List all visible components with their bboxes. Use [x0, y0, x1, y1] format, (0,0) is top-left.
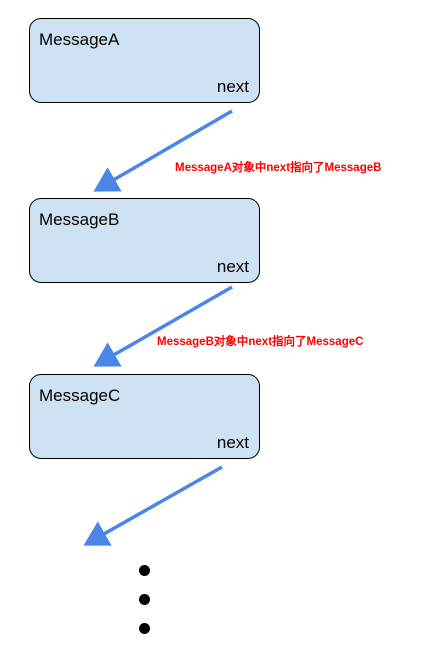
ellipsis-dot	[139, 565, 150, 576]
ellipsis-dot	[139, 594, 150, 605]
node-name: MessageC	[39, 386, 121, 405]
arrow-c-to-next	[83, 465, 223, 546]
arrow-a-to-b	[93, 109, 233, 192]
node-message-a: MessageA next	[29, 18, 260, 103]
note-b-to-c: MessageB对象中next指向了MessageC	[157, 336, 364, 348]
node-next-field: next	[216, 433, 249, 452]
node-next-field: next	[216, 77, 249, 96]
node-name: MessageB	[39, 210, 120, 229]
node-message-c: MessageC next	[29, 374, 260, 459]
node-name: MessageA	[39, 30, 120, 49]
ellipsis-dot	[139, 623, 150, 634]
node-next-field: next	[216, 257, 249, 276]
note-a-to-b: MessageA对象中next指向了MessageB	[175, 162, 382, 174]
node-message-b: MessageB next	[29, 198, 260, 283]
arrow-b-to-c	[93, 285, 233, 367]
